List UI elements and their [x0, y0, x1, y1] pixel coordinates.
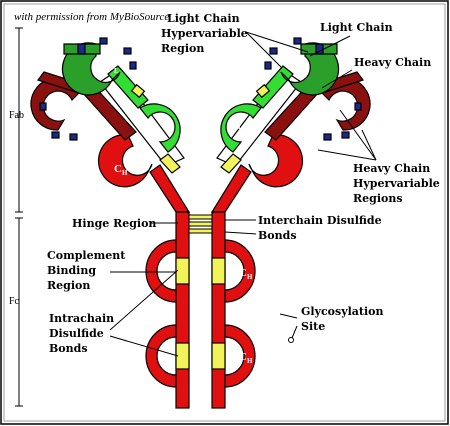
leader-lines: [109, 31, 377, 357]
left-ch2-disulfide: [175, 257, 190, 285]
right-vl-loop: [280, 42, 340, 96]
interchain-disulfide-bonds: [188, 214, 213, 234]
image-inner-border: [3, 3, 446, 422]
glycosylation-line2: Site: [301, 320, 325, 333]
annotations: Light Chain Hypervariable Region Light C…: [47, 12, 440, 355]
intrachain-line2: Disulfide: [49, 327, 104, 340]
complement-line1: Complement: [47, 249, 126, 262]
right-cl-label: CL: [230, 117, 243, 131]
left-cl-loop: [139, 103, 181, 153]
heavy-chain-label: Heavy Chain: [354, 56, 431, 69]
interchain-line2: Bonds: [258, 229, 297, 242]
fab-label: Fab: [9, 110, 24, 121]
fc-right-stem: [211, 211, 226, 409]
right-cl-loop: [220, 103, 262, 153]
lc-hypervariable-line3: Region: [161, 42, 204, 55]
credit-text: with permission from MyBioSource: [14, 11, 169, 23]
right-ch2-label: CH: [239, 267, 253, 281]
left-ch2-loop: [145, 239, 177, 303]
fc-region: [145, 211, 256, 409]
right-ch3-disulfide: [211, 342, 226, 370]
left-vl-label: VL: [106, 61, 119, 75]
left-ch3-loop: [145, 324, 177, 388]
complement-line2: Binding: [47, 264, 96, 277]
hinge-region-label: Hinge Region: [72, 217, 156, 230]
right-ch2-loop: [224, 239, 256, 303]
fc-bracket: [15, 217, 23, 407]
right-ch3-label: CH: [239, 351, 253, 365]
left-vh-label: VH: [58, 103, 72, 117]
lc-hypervariable-line2: Hypervariable: [161, 27, 248, 40]
fab-bracket: [15, 27, 23, 213]
glycosylation-site-marker: [288, 337, 294, 343]
intrachain-line3: Bonds: [49, 342, 88, 355]
hc-hypervariable-line3: Regions: [353, 192, 403, 205]
right-fab-arm: [210, 37, 371, 213]
intrachain-line1: Intrachain: [49, 312, 114, 325]
right-ch2-disulfide: [211, 257, 226, 285]
left-vl-loop: [61, 42, 121, 96]
light-chain-label: Light Chain: [320, 21, 393, 34]
complement-line3: Region: [47, 279, 90, 292]
right-ch3-loop: [224, 324, 256, 388]
hc-hypervariable-line2: Hypervariable: [353, 177, 440, 190]
lc-hypervariable-line1: Light Chain: [167, 12, 240, 25]
fc-label: Fc: [9, 296, 20, 307]
left-ch3-disulfide: [175, 342, 190, 370]
fc-left-stem: [175, 211, 190, 409]
left-ch1-label: CH: [114, 163, 128, 177]
hc-hypervariable-line1: Heavy Chain: [353, 162, 430, 175]
left-cl-label: CL: [160, 113, 173, 127]
interchain-line1: Interchain Disulfide: [258, 214, 382, 227]
glycosylation-line1: Glycosylation: [301, 305, 383, 318]
left-fab-arm: [30, 37, 191, 213]
